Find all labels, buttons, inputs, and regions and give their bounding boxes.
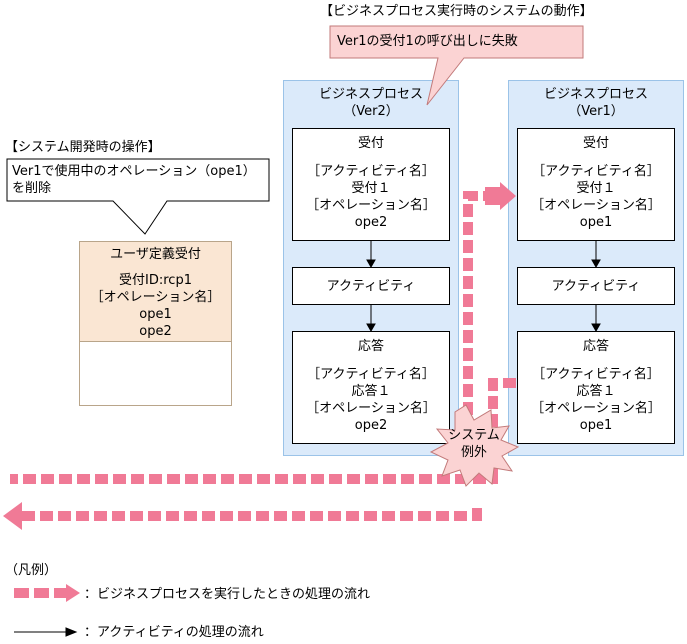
ver1-receive-act-label: ［アクティビティ名］ [532,164,660,179]
ver2-receive-act-label: ［アクティビティ名］ [307,164,435,179]
callout-call-failed-text: Ver1の受付1の呼び出しに失敗 [337,34,518,49]
runtime-heading: 【ビジネスプロセス実行時のシステムの動作】 [320,4,593,19]
ver2-reply-op-label: ［オペレーション名］ [306,401,436,416]
user-def-id: 受付ID:rcp1 [119,273,192,288]
ver2-activity-label: アクティビティ [326,279,416,294]
bp-ver2-title: ビジネスプロセス [318,87,423,102]
ver2-receive-title: 受付 [357,136,384,151]
bp-ver2-version: （Ver2） [343,104,399,119]
user-defined-reception: ユーザ定義受付 受付ID:rcp1 ［オペレーション名］ ope1 ope2 [79,241,232,406]
ver2-reply-act-name: 応答１ [351,384,391,399]
user-def-title: ユーザ定義受付 [110,247,201,262]
ver2-reply-activity: 応答 ［アクティビティ名］ 応答１ ［オペレーション名］ ope2 [292,331,450,444]
ver2-receive-act-name: 受付１ [351,181,391,196]
flow-arrowhead-to-ver1 [485,182,516,210]
ver1-receive-act-name: 受付１ [576,181,616,196]
user-def-op1: ope1 [139,307,172,322]
system-exception-line2: 例外 [460,445,487,460]
user-def-op2: ope2 [139,324,172,339]
ver1-receive-op-label: ［オペレーション名］ [531,198,661,213]
ver1-reply-op-name: ope1 [579,418,613,433]
user-defined-reception-header: ユーザ定義受付 受付ID:rcp1 ［オペレーション名］ ope1 ope2 [80,242,231,342]
ver1-reply-op-label: ［オペレーション名］ [531,401,661,416]
ver2-receive-op-name: ope2 [354,215,388,230]
callout-delete-shape [6,158,270,235]
legend-activity-flow-text: ：アクティビティの処理の流れ [84,625,264,640]
ver1-reply-act-name: 応答１ [576,384,616,399]
system-exception-burst [429,404,520,487]
legend-heading: （凡例） [5,563,58,578]
system-exception-line1: システム [448,428,500,443]
ver2-reply-title: 応答 [357,339,384,354]
legend-activity-flow-icon [14,627,78,637]
legend-bp-flow-text: ：ビジネスプロセスを実行したときの処理の流れ [84,587,371,602]
ver1-receive-title: 受付 [582,136,609,151]
ver1-receive-activity: 受付 ［アクティビティ名］ 受付１ ［オペレーション名］ ope1 [517,128,675,241]
ver1-reply-title: 応答 [582,339,609,354]
callout-delete-line1: Ver1で使用中のオペレーション（ope1） [12,164,256,179]
ver2-reply-op-name: ope2 [354,418,388,433]
callout-call-failed-shape [329,25,584,106]
legend-bp-flow-icon [14,584,80,602]
callout-delete-line2: を削除 [12,181,52,196]
ver2-reply-act-label: ［アクティビティ名］ [307,367,435,382]
user-def-op-label: ［オペレーション名］ [90,290,221,305]
flow-arrowhead-end [3,502,22,530]
ver1-activity: アクティビティ [517,267,675,305]
ver1-receive-op-name: ope1 [579,215,613,230]
ver2-activity: アクティビティ [292,267,450,305]
bp-ver1-title: ビジネスプロセス [543,87,648,102]
ver1-reply-activity: 応答 ［アクティビティ名］ 応答１ ［オペレーション名］ ope1 [517,331,675,444]
bp-ver1-version: （Ver1） [568,104,624,119]
ver1-reply-act-label: ［アクティビティ名］ [532,367,660,382]
ver2-receive-activity: 受付 ［アクティビティ名］ 受付１ ［オペレーション名］ ope2 [292,128,450,241]
ver2-receive-op-label: ［オペレーション名］ [306,198,436,213]
dev-heading: 【システム開発時の操作】 [5,140,161,155]
ver1-activity-label: アクティビティ [551,279,641,294]
